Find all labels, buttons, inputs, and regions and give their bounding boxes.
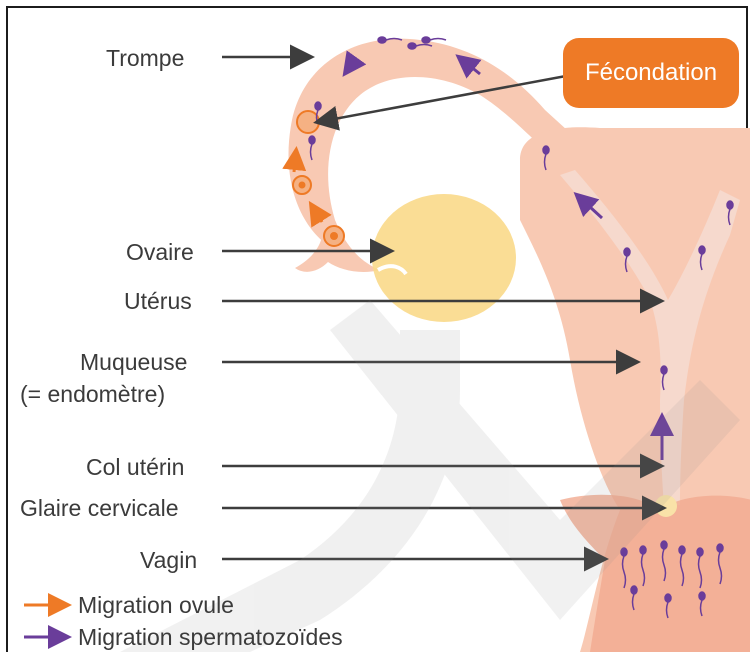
- legend-ovule: Migration ovule: [74, 592, 234, 618]
- label-ovaire: Ovaire: [126, 238, 194, 266]
- label-glaire-cervicale: Glaire cervicale: [20, 494, 179, 522]
- label-trompe: Trompe: [106, 44, 184, 72]
- legend-sperm-label: Migration spermatozoïdes: [78, 624, 343, 651]
- legend-ovule-label: Migration ovule: [78, 592, 234, 619]
- legend-sperm: Migration spermatozoïdes: [74, 624, 343, 650]
- ovary: [372, 194, 516, 322]
- label-muqueuse-detail: (= endomètre): [20, 380, 165, 408]
- ovule: [299, 182, 306, 189]
- label-vagin: Vagin: [140, 546, 197, 574]
- fertilized-ovule: [297, 111, 319, 133]
- label-muqueuse: Muqueuse: [80, 348, 187, 376]
- label-uterus: Utérus: [124, 287, 192, 315]
- cervical-mucus: [655, 495, 677, 517]
- fecondation-badge: Fécondation: [563, 38, 739, 108]
- label-col-uterin: Col utérin: [86, 453, 184, 481]
- ovule: [330, 232, 338, 240]
- ovule-arrow: [294, 152, 296, 172]
- sperm-cell: [422, 37, 446, 43]
